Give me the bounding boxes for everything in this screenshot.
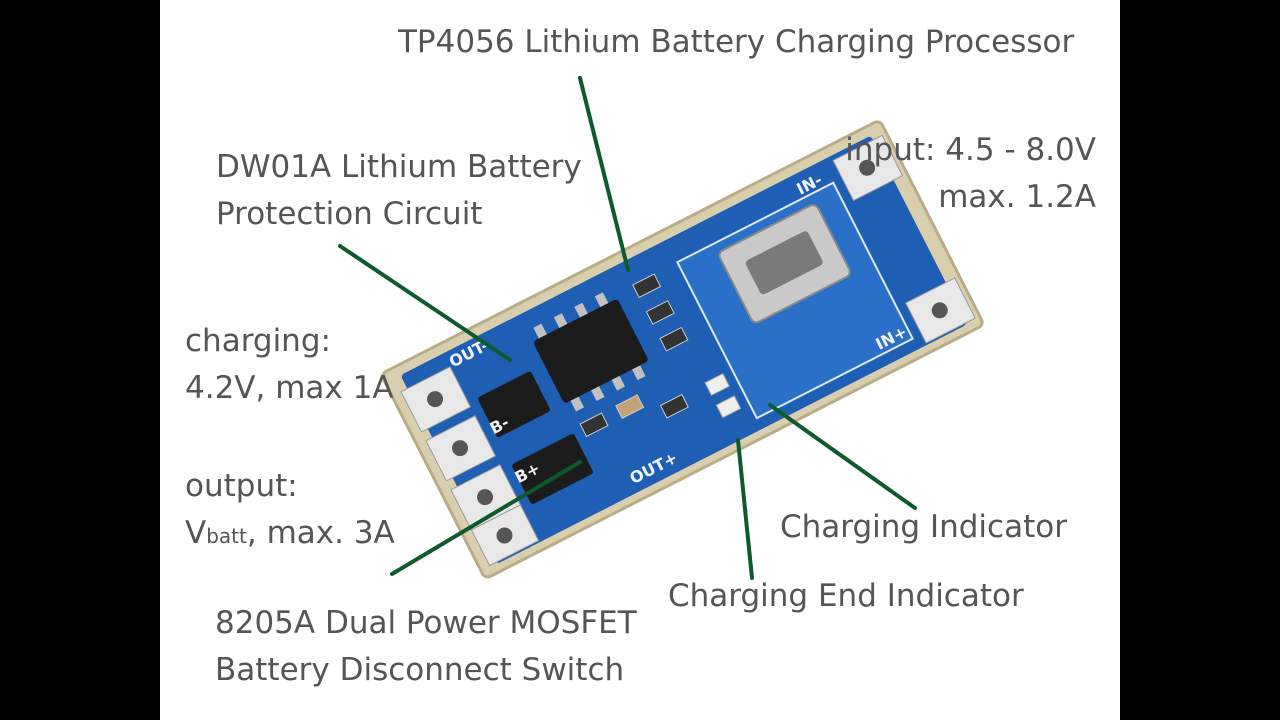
hole-1 [427,391,444,408]
smd-components [579,273,742,438]
mosfet-chip [512,433,593,504]
dw01a-label: DW01A Lithium Battery Protection Circuit [216,144,582,238]
hole-6 [931,302,948,319]
dw01a-label-line1: DW01A Lithium Battery [216,149,582,185]
charging-label: charging: 4.2V, max 1A [185,318,394,412]
tp4056-label: TP4056 Lithium Battery Charging Processo… [398,19,1074,66]
input-label: input: 4.5 - 8.0V max. 1.2A [845,127,1096,221]
hole-5 [859,159,876,176]
tp4056-chip [533,299,648,403]
dw01a-label-line2: Protection Circuit [216,196,483,232]
charging-indicator-text: Charging Indicator [780,509,1067,545]
output-label-line2: Vbatt, max. 3A [185,510,395,560]
left-letterbox [0,0,160,720]
output-label: output: Vbatt, max. 3A [185,463,395,560]
dw01a-chip [478,371,550,437]
input-label-line1: input: 4.5 - 8.0V [845,132,1096,168]
charging-end-text: Charging End Indicator [668,578,1024,614]
usb-port [745,231,823,295]
board-illustration: IN- IN+ OUT- B- B+ OUT+ [338,76,984,580]
output-label-line1: output: [185,468,298,504]
mosfet-label-line1: 8205A Dual Power MOSFET [215,605,637,641]
mosfet-label: 8205A Dual Power MOSFET Battery Disconne… [215,600,637,694]
leader-lines [338,76,917,580]
leader-tp4056 [578,76,630,272]
output-rest: , max. 3A [246,515,395,551]
charging-label-line1: charging: [185,323,331,359]
diagram-canvas: IN- IN+ OUT- B- B+ OUT+ TP4056 Lithium B… [160,0,1120,720]
leader-charging-indicator [768,403,917,510]
output-v: V [185,515,207,551]
charging-label-line2: 4.2V, max 1A [185,370,394,406]
hole-4 [496,527,513,544]
charging-end-label: Charging End Indicator [668,573,1024,620]
charging-indicator-label: Charging Indicator [780,504,1067,551]
tp4056-label-text: TP4056 Lithium Battery Charging Processo… [398,24,1075,60]
leader-mosfet [390,460,582,576]
right-letterbox [1120,0,1280,720]
tp4056-pins [533,292,646,412]
mosfet-label-line2: Battery Disconnect Switch [215,652,625,688]
leader-charging-end [736,438,754,580]
input-label-line2: max. 1.2A [938,179,1096,215]
hole-3 [477,489,494,506]
pcb-board: IN- IN+ OUT- B- B+ OUT+ [381,120,984,579]
hole-2 [452,440,469,457]
leader-dw01a [338,244,512,362]
output-sub: batt [206,524,247,548]
